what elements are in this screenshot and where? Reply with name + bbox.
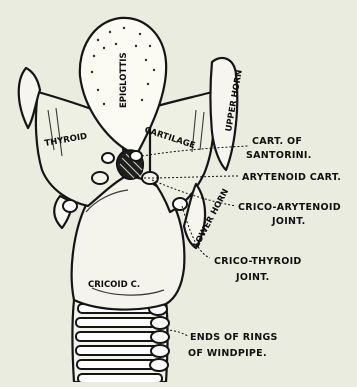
callout-rings-1: ENDS OF RINGS — [190, 332, 278, 343]
callouts: CART. OF SANTORINI. ARYTENOID CART. CRIC… — [188, 136, 341, 359]
crico-thyroid-joint-left — [63, 200, 77, 212]
crico-thyroid-joint-right — [173, 198, 187, 210]
santorini-left — [102, 153, 114, 163]
santorini-right — [130, 151, 142, 161]
label-epiglottis: EPIGLOTTIS — [119, 52, 129, 108]
ring-ends — [149, 303, 169, 371]
label-cricoid: CRICOID C. — [88, 280, 140, 290]
callout-arytenoid: ARYTENOID CART. — [242, 172, 341, 183]
callout-crico-arytenoid-1: CRICO-ARYTENOID — [238, 202, 341, 213]
windpipe — [73, 300, 170, 382]
callout-crico-thyroid-2: JOINT. — [235, 272, 270, 283]
callout-santorini-1: CART. OF — [252, 136, 302, 147]
callout-crico-thyroid-1: CRICO-THYROID — [214, 256, 302, 267]
callout-rings-2: OF WINDPIPE. — [188, 348, 267, 359]
callout-crico-arytenoid-2: JOINT. — [271, 216, 306, 227]
callout-santorini-2: SANTORINI. — [246, 150, 312, 161]
